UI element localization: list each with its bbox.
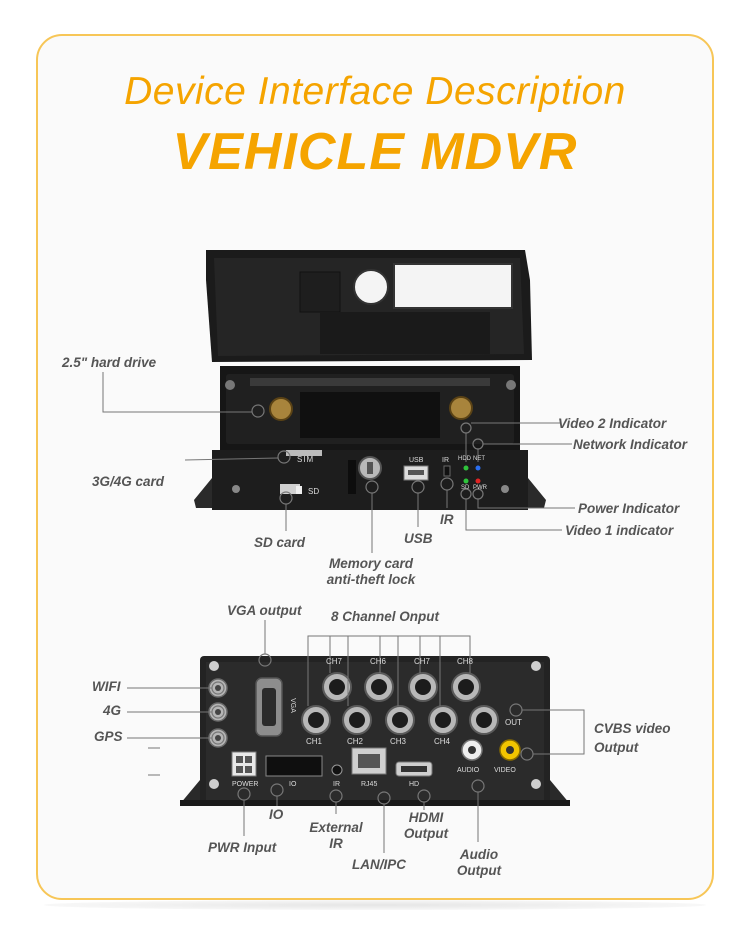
panel-ch-bottom-4: CH4 — [434, 737, 451, 746]
panel-hdd-text: HDD — [458, 456, 471, 462]
label-power-indicator: Power Indicator — [578, 501, 680, 516]
label-video2-indicator: Video 2 Indicator — [558, 416, 667, 431]
label-8-channel: 8 Channel Onput — [331, 609, 439, 624]
panel-audio-text: AUDIO — [457, 767, 480, 774]
label-sd-card: SD card — [254, 535, 306, 550]
panel-vga-text: VGA — [288, 698, 296, 713]
panel-hd-text: HD — [409, 781, 420, 788]
label-cvbs-output: CVBS video Output — [594, 721, 671, 755]
label-audio-output: Audio Output — [456, 847, 502, 878]
label-memory-lock: Memory card anti-theft lock — [326, 556, 416, 587]
label-external-ir: External IR — [309, 820, 363, 851]
page-subtitle: VEHICLE MDVR — [172, 123, 578, 181]
page-title: Device Interface Description — [124, 70, 626, 113]
panel-ir-rear-text: IR — [333, 781, 340, 788]
label-wifi: WIFI — [92, 679, 121, 694]
label-network-indicator: Network Indicator — [573, 437, 688, 452]
label-hard-drive: 2.5" hard drive — [62, 355, 157, 370]
label-lan-ipc: LAN/IPC — [352, 857, 406, 872]
panel-ch-top-2: CH6 — [370, 657, 387, 666]
label-video1-indicator: Video 1 indicator — [565, 523, 674, 538]
label-vga-output: VGA output — [227, 603, 302, 618]
panel-usb-text: USB — [409, 457, 424, 464]
label-hdmi-output: HDMI Output — [403, 810, 449, 841]
panel-video-text: VIDEO — [494, 767, 516, 774]
label-sim-card: 3G/4G card — [92, 474, 165, 489]
panel-ch-bottom-3: CH3 — [390, 737, 407, 746]
panel-ch-top-1: CH7 — [326, 657, 343, 666]
panel-pwr-text: PWR — [473, 485, 487, 491]
label-usb: USB — [404, 531, 433, 546]
panel-sd-text: SD — [308, 487, 320, 496]
label-pwr-input: PWR Input — [208, 840, 277, 855]
panel-out-text: OUT — [505, 718, 522, 727]
label-ir: IR — [440, 512, 454, 527]
label-io: IO — [269, 807, 284, 822]
card-shadow — [44, 900, 706, 910]
panel-sd-led-text: SD — [461, 485, 470, 491]
label-gps: GPS — [94, 729, 123, 744]
panel-ir-text: IR — [442, 457, 449, 464]
panel-sim-text: SIM — [297, 455, 315, 464]
panel-ch-bottom-1: CH1 — [306, 737, 323, 746]
panel-io-text: IO — [289, 781, 297, 788]
panel-power-text: POWER — [232, 781, 259, 788]
label-4g: 4G — [103, 703, 122, 718]
panel-ch-top-3: CH7 — [414, 657, 431, 666]
panel-rj45-text: RJ45 — [361, 781, 378, 788]
panel-net-text: NET — [473, 456, 485, 462]
panel-ch-bottom-2: CH2 — [347, 737, 364, 746]
panel-ch-top-4: CH8 — [457, 657, 474, 666]
